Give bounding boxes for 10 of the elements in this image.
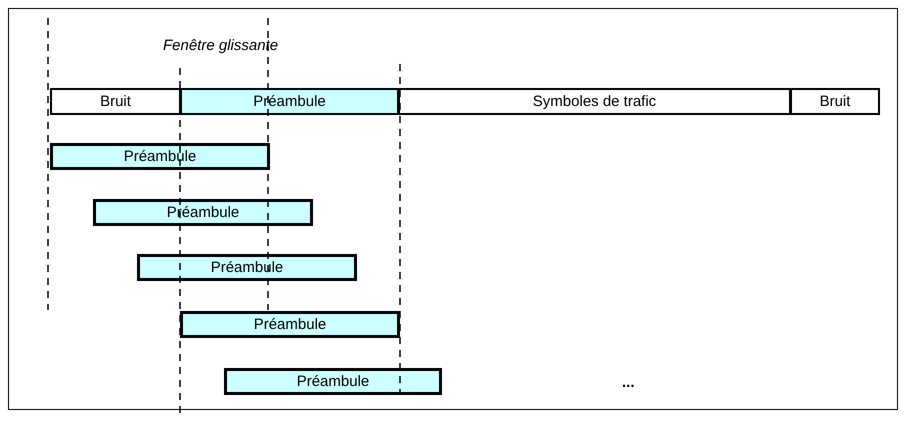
frame-segment: Symboles de trafic [398, 88, 791, 115]
frame-segment: Préambule [180, 88, 399, 115]
sliding-window-box: Préambule [93, 199, 313, 226]
sliding-window-box: Préambule [50, 143, 270, 170]
sliding-window-box: Préambule [180, 311, 400, 338]
frame-segment: Bruit [50, 88, 181, 115]
sliding-window-box: Préambule [224, 368, 442, 395]
ellipsis-text: ... [622, 374, 635, 391]
frame-segment: Bruit [790, 88, 880, 115]
window-caption: Fenêtre glissante [163, 37, 278, 54]
